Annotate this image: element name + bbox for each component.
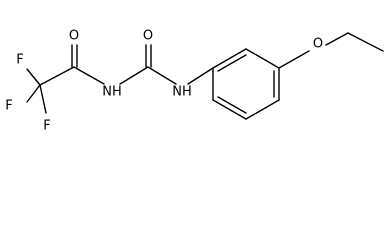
bond-cf-bottom — [39, 84, 47, 114]
bond-nh-ring — [187, 67, 214, 85]
bond-ch2-ch3 — [347, 32, 384, 52]
bond-c-nh-amine — [147, 66, 177, 85]
bond-c-nh-imide — [73, 66, 105, 85]
atom-f-top: F — [16, 53, 23, 68]
atom-f-bottom: F — [43, 119, 50, 134]
atom-o-ether: O — [313, 37, 323, 52]
bond-o-ch2 — [325, 32, 349, 46]
atom-nh-imide: NH — [102, 85, 122, 100]
atom-nh-amine: NH — [172, 85, 192, 100]
atom-f-left: F — [5, 99, 12, 114]
molecule-drawing: O O F F F NH NH O — [5, 29, 384, 134]
ring-double-3 — [217, 96, 247, 114]
atom-o-carbonyl-2: O — [143, 29, 153, 44]
ring-bond-1 — [212, 48, 247, 69]
bond-cf-top — [26, 68, 41, 86]
ring-bond-4 — [245, 99, 280, 120]
ring-double-1 — [217, 54, 247, 72]
structure-diagram: O O F F F NH NH O — [5, 29, 384, 134]
bond-ring-o — [278, 50, 310, 69]
ring-bond-2 — [245, 48, 280, 69]
bond-nh-c-urea — [119, 66, 149, 85]
atom-o-carbonyl-1: O — [69, 29, 79, 44]
bond-cf-left — [26, 84, 41, 103]
ring-bond-5 — [212, 99, 247, 120]
bond-c-c — [39, 66, 75, 86]
